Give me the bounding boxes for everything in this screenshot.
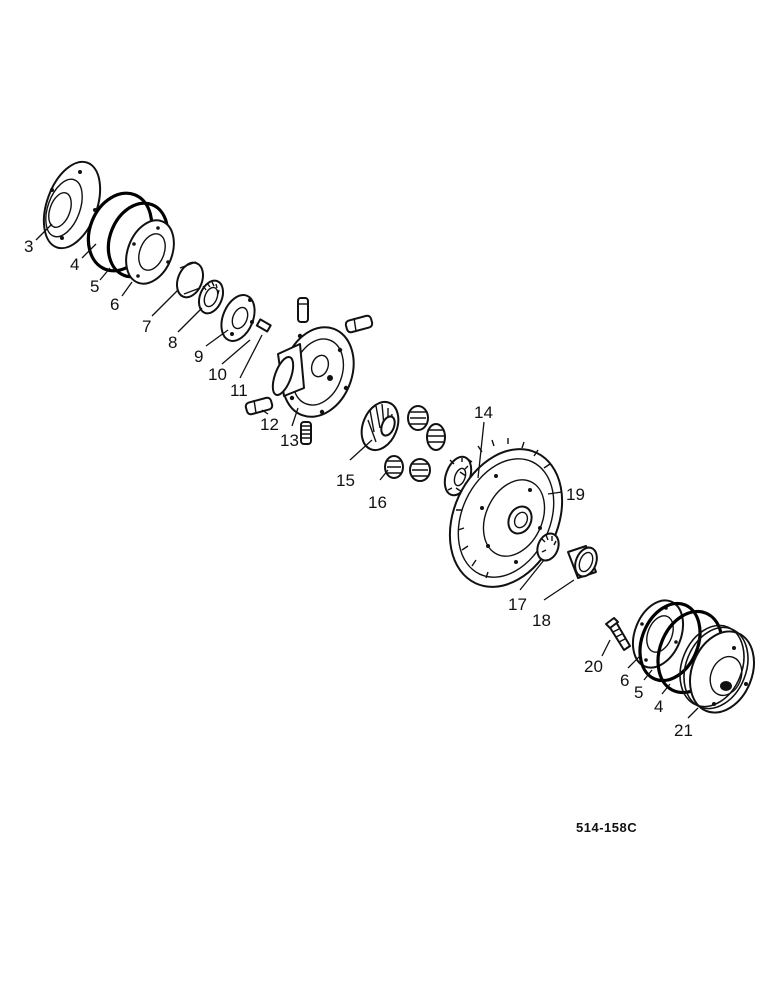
- part-15-side-gear: [360, 400, 400, 452]
- callout-6: 6: [110, 295, 119, 314]
- callout-8: 8: [168, 333, 177, 352]
- pinion-gear-upper-right: [426, 423, 446, 451]
- part-19-ring-gear: [448, 438, 564, 588]
- part-6-shim-right: [631, 599, 685, 669]
- callout-19: 19: [566, 485, 585, 504]
- callout-5-right: 5: [634, 683, 643, 702]
- part-17-bearing-cone: [536, 532, 560, 562]
- part-7-bearing-cup: [175, 261, 205, 299]
- part-9-thrust-washer: [220, 294, 256, 342]
- callout-10: 10: [208, 365, 227, 384]
- callout-18: 18: [532, 611, 551, 630]
- part-13-differential-case: [271, 326, 355, 418]
- part-11-pin: [255, 318, 272, 333]
- callout-20: 20: [584, 657, 603, 676]
- callout-21: 21: [674, 721, 693, 740]
- part-18-bearing-cup: [567, 545, 598, 579]
- callout-5: 5: [90, 277, 99, 296]
- callout-labels: 3 4 5 6 7 8 9 10 11 12 13 14 15 16 17 18…: [24, 237, 693, 740]
- part-16-pinion-gear: [384, 455, 404, 479]
- callout-14: 14: [474, 403, 493, 422]
- part-5-o-ring-right: [638, 601, 702, 683]
- pinion-shaft-right: [344, 314, 374, 334]
- callout-3: 3: [24, 237, 33, 256]
- callout-9: 9: [194, 347, 203, 366]
- callout-4-right: 4: [654, 697, 663, 716]
- part-20-bolt: [605, 617, 631, 651]
- part-12-pin: [244, 396, 274, 416]
- pinion-gear-upper-left: [407, 405, 429, 431]
- callout-11: 11: [230, 381, 248, 400]
- part-6-shim: [125, 219, 175, 285]
- callout-13: 13: [280, 431, 299, 450]
- part-8-bearing-cone: [197, 279, 225, 315]
- callout-15: 15: [336, 471, 355, 490]
- pinion-shaft-bottom: [300, 421, 312, 445]
- pinion-shaft-top: [297, 297, 309, 323]
- callout-17: 17: [508, 595, 527, 614]
- part-21-bearing-cage: [679, 624, 755, 714]
- callout-6-right: 6: [620, 671, 629, 690]
- part-3-bearing-cage: [42, 160, 102, 250]
- callout-7: 7: [142, 317, 151, 336]
- callout-4: 4: [70, 255, 79, 274]
- figure-reference-code: 514-158C: [576, 820, 637, 835]
- callout-16: 16: [368, 493, 387, 512]
- callout-12: 12: [260, 415, 279, 434]
- pinion-gear-lower: [409, 458, 431, 482]
- leader-lines: [35, 223, 699, 719]
